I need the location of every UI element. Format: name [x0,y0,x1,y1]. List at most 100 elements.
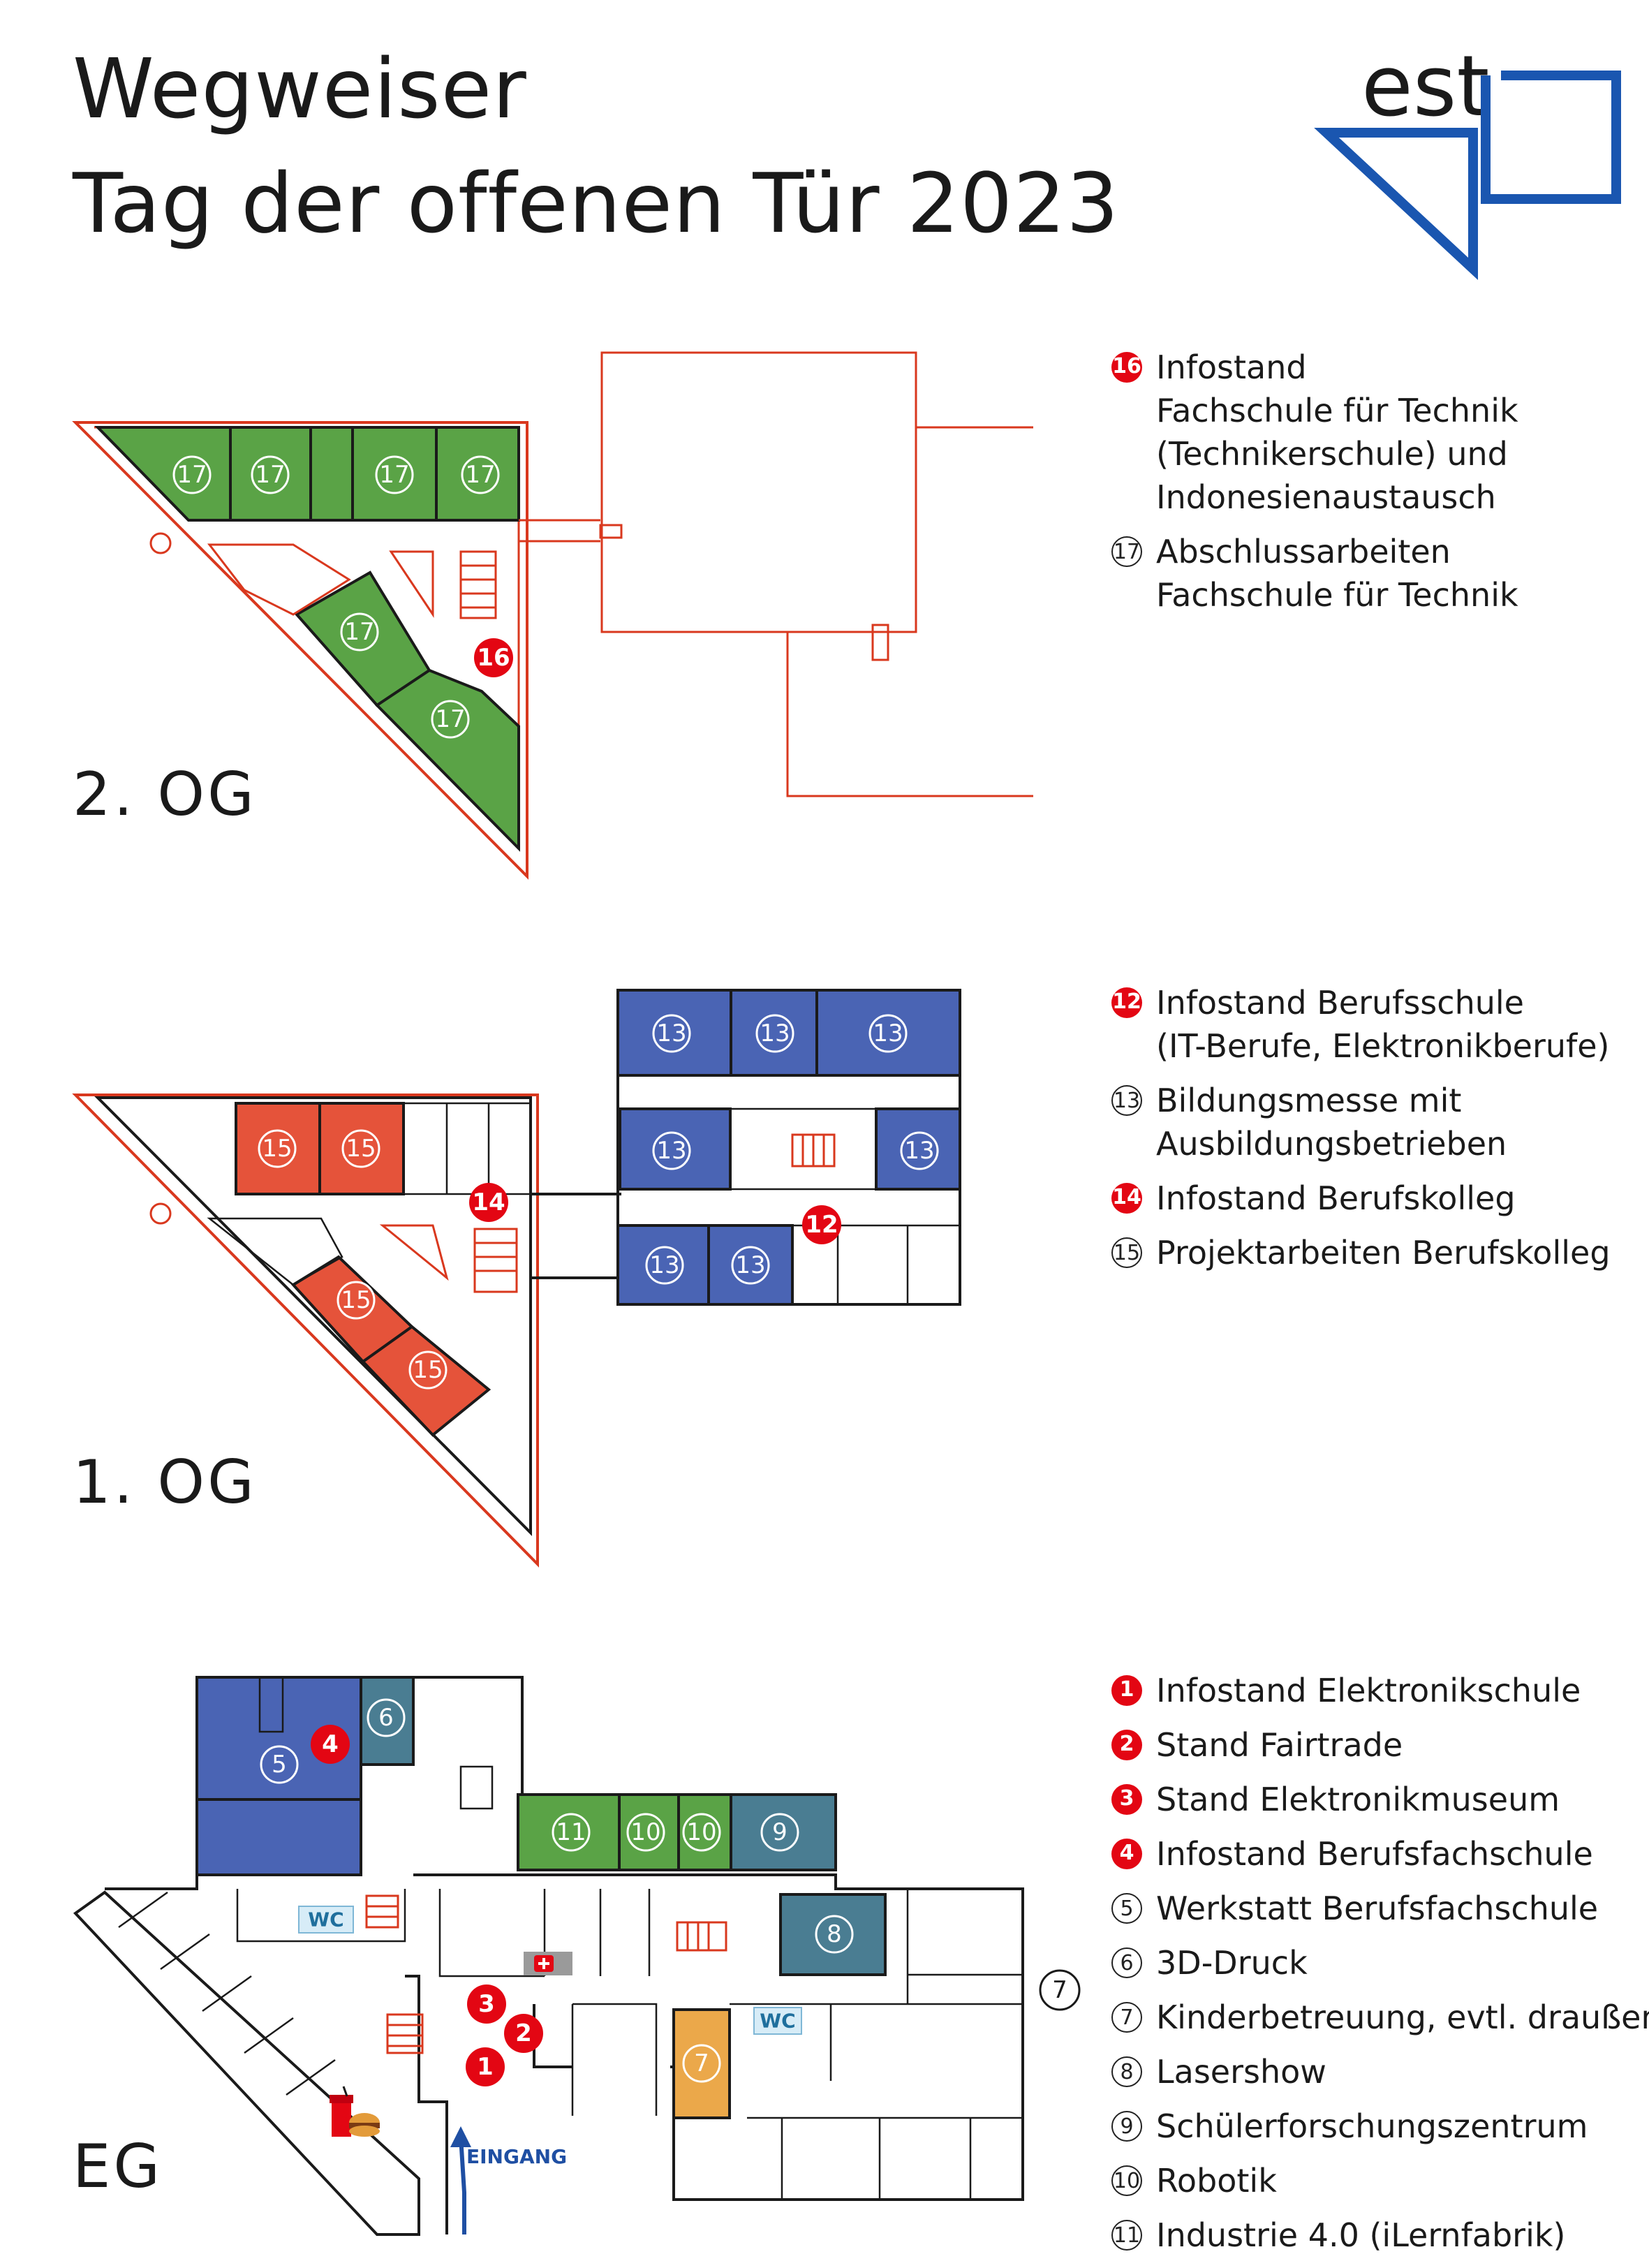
eg-marker-9: 9 [760,1813,799,1852]
og2-marker-17a: 17 [172,455,212,494]
svg-text:17: 17 [344,618,374,646]
legend-text: Robotik [1156,2162,1277,2200]
legend-text: Infostand Berufskolleg [1156,1179,1516,1217]
logo-square [1481,71,1621,204]
og2-outer-wall [72,421,528,880]
og2-marker-17b: 17 [251,455,290,494]
svg-text:3: 3 [478,1990,495,2018]
og1-marker-13b: 13 [755,1014,794,1053]
svg-text:11: 11 [556,1818,586,1846]
svg-text:9: 9 [772,1818,787,1846]
svg-text:13: 13 [649,1251,679,1279]
svg-text:16: 16 [477,644,510,672]
og1-room-13g [707,1224,794,1306]
legend-badge: 15 [1111,1237,1142,1268]
og1-small-rooms [402,1102,532,1195]
og1-room-15b [318,1102,405,1195]
eg-marker-11: 11 [552,1813,591,1852]
stairs-icon [473,1228,518,1293]
svg-text:12: 12 [805,1211,838,1239]
og2-bridge [519,519,600,543]
legend-badge: 9 [1111,2111,1142,2142]
floor-label-og1: 1. OG [73,1448,257,1517]
legend-badge: 3 [1111,1784,1142,1815]
svg-text:15: 15 [262,1135,292,1163]
title-line-1: Wegweiser [73,40,527,137]
legend-badge: 4 [1111,1839,1142,1869]
floor-label-eg: EG [73,2132,163,2202]
legend-text: Stand Elektronikmuseum [1156,1781,1560,1818]
og2-small-rooms [207,543,351,616]
legend-text: Infostand [1156,348,1307,386]
svg-text:13: 13 [760,1019,790,1047]
floor-plan-og1: 15 15 15 15 13 13 13 13 13 13 13 14 12 [72,989,961,1568]
svg-text:WC: WC [308,1908,343,1931]
legend-item: 12 Infostand Berufsschule (IT-Berufe, Elek… [1111,981,1611,1068]
eg-room-9 [730,1793,837,1871]
og2-room-17d [351,426,438,522]
svg-text:13: 13 [735,1251,765,1279]
legend-badge: 17 [1111,536,1142,567]
eg-room-10b [677,1793,732,1871]
legend-badge: 8 [1111,2056,1142,2087]
eg-marker-3: 3 [467,1984,506,2024]
floor-label-og2: 2. OG [73,760,257,830]
legend-badge: 12 [1111,987,1142,1018]
wc-sign-left: WC [298,1906,354,1934]
legend-text: Schülerforschungszentrum [1156,2107,1588,2145]
og1-diag-rooms [207,1217,343,1286]
legend-badge: 7 [1111,2002,1142,2033]
eg-inner-walls [236,1889,1023,2200]
og2-marker-16: 16 [474,638,513,677]
legend-text: Kinderbetreuung, evtl. draußen [1156,1998,1649,2036]
eg-marker-4: 4 [311,1725,350,1764]
svg-text:1: 1 [477,2053,494,2081]
legend-text: (IT-Berufe, Elektronikberufe) [1156,1027,1610,1065]
og1-marker-12: 12 [802,1205,841,1244]
og1-marker-13e: 13 [900,1131,939,1170]
svg-text:7: 7 [1052,1976,1067,2004]
eg-marker-6: 6 [367,1698,406,1737]
og1-marker-13a: 13 [652,1014,691,1053]
svg-text:10: 10 [686,1818,716,1846]
legend-text: Lasershow [1156,2053,1326,2091]
eg-left-wing-rooms [118,1891,336,2096]
svg-text:5: 5 [272,1751,287,1779]
og1-marker-13c: 13 [868,1014,908,1053]
og1-room-13f [616,1224,710,1306]
eg-marker-1: 1 [466,2047,505,2086]
stairs-icon [459,550,497,619]
legend-badge: 5 [1111,1893,1142,1924]
svg-text:2: 2 [515,2019,532,2047]
eg-marker-5: 5 [260,1745,299,1784]
og2-room-17b [229,426,312,522]
og1-marker-15b: 15 [341,1129,380,1168]
svg-text:15: 15 [413,1356,443,1384]
og2-room-17c [309,426,354,522]
svg-text:7: 7 [694,2049,709,2077]
legend-text: Fachschule für Technik [1156,576,1518,614]
legend-badge: 6 [1111,1947,1142,1978]
og1-outer-wall [72,1094,539,1568]
og1-room-13a [616,989,732,1077]
stairs-icon [386,2013,424,2054]
og2-room-17g [374,668,520,852]
svg-text:13: 13 [656,1019,686,1047]
legend-item: 3 Stand Elektronikmuseum [1111,1778,1649,1821]
legend-text: Infostand Berufsschule [1156,984,1524,1022]
stairs-icon [791,1133,836,1168]
og2-triangle-room [389,550,434,618]
og1-inner-wall [94,1096,532,1536]
svg-text:WC: WC [760,2010,795,2033]
og1-room-13e [875,1107,961,1191]
floor-plan-eg: WC WC EINGANG 5 4 6 11 [73,1676,1081,2236]
svg-text:13: 13 [873,1019,903,1047]
legend-text: 3D-Druck [1156,1944,1308,1982]
